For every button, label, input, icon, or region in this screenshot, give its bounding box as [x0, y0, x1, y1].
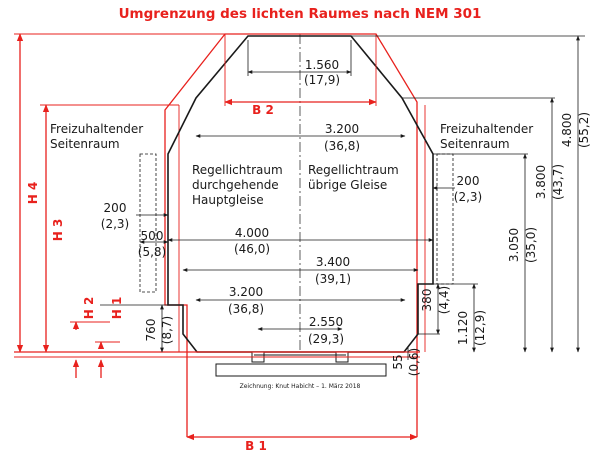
dim-h4: H 4 — [14, 33, 225, 353]
dim-1120: 1.120 (12,9) — [418, 283, 487, 353]
drawing-title: Umgrenzung des lichten Raumes nach NEM 3… — [119, 6, 482, 22]
svg-text:(5,8): (5,8) — [138, 245, 166, 259]
dim-4000: 4.000 (46,0) — [167, 226, 434, 256]
label-freizuhaltender-left: Freizuhaltender Seitenraum — [50, 122, 143, 151]
dim-3200-low: 3.200 (36,8) — [195, 285, 406, 316]
svg-text:(4,4): (4,4) — [437, 286, 451, 314]
footer-credit: Zeichnung: Knut Habicht – 1. März 2018 — [240, 383, 361, 390]
svg-text:(36,8): (36,8) — [228, 302, 264, 316]
svg-text:(17,9): (17,9) — [304, 73, 340, 87]
dim-b2: B 2 — [224, 34, 377, 117]
dim-h3: H 3 — [40, 104, 179, 353]
dim-h1: H 1 — [95, 297, 124, 378]
svg-text:3.800: 3.800 — [534, 165, 548, 199]
svg-text:übrige Gleise: übrige Gleise — [308, 178, 387, 192]
svg-text:Regellichtraum: Regellichtraum — [192, 163, 283, 177]
svg-text:Hauptgleise: Hauptgleise — [192, 193, 264, 207]
svg-text:(55,2): (55,2) — [577, 112, 591, 148]
dim-380: 380 (4,4) — [418, 283, 451, 335]
svg-text:1.560: 1.560 — [305, 58, 339, 72]
svg-text:(43,7): (43,7) — [551, 164, 565, 200]
dim-200-left: 200 (2,3) — [101, 201, 169, 231]
dim-1560: 1.560 (17,9) — [247, 40, 352, 87]
svg-text:3.200: 3.200 — [325, 122, 359, 136]
svg-text:Regellichtraum: Regellichtraum — [308, 163, 399, 177]
dim-500: 500 (5,8) — [138, 229, 169, 259]
dim-760: 760 (8,7) — [100, 304, 174, 353]
svg-text:H 2: H 2 — [82, 297, 96, 320]
svg-text:(2,3): (2,3) — [101, 217, 129, 231]
side-space-right — [436, 153, 454, 285]
svg-text:380: 380 — [420, 289, 434, 312]
dim-3400: 3.400 (39,1) — [182, 255, 419, 286]
svg-text:1.120: 1.120 — [456, 311, 470, 345]
svg-text:(0,6): (0,6) — [407, 348, 421, 376]
svg-text:500: 500 — [141, 229, 164, 243]
outer-envelope-red — [164, 33, 418, 437]
svg-text:H 3: H 3 — [51, 219, 65, 242]
svg-text:55: 55 — [391, 354, 405, 369]
svg-text:H 1: H 1 — [110, 297, 124, 320]
side-space-left — [139, 153, 157, 293]
svg-text:200: 200 — [104, 201, 127, 215]
svg-text:(46,0): (46,0) — [234, 242, 270, 256]
svg-text:4.800: 4.800 — [560, 113, 574, 147]
svg-text:(12,9): (12,9) — [473, 310, 487, 346]
svg-text:(8,7): (8,7) — [160, 316, 174, 344]
svg-text:H 4: H 4 — [26, 182, 40, 205]
dim-b1: B 1 — [186, 433, 418, 453]
dim-3050: 3.050 (35,0) — [433, 153, 538, 353]
svg-text:Freizuhaltender: Freizuhaltender — [50, 122, 143, 136]
svg-text:4.000: 4.000 — [235, 226, 269, 240]
svg-text:Seitenraum: Seitenraum — [440, 137, 510, 151]
dim-2550: 2.550 (29,3) — [257, 315, 344, 346]
dim-3800: 3.800 (43,7) — [402, 97, 565, 353]
svg-text:2.550: 2.550 — [309, 315, 343, 329]
dim-200-right: 200 (2,3) — [432, 174, 482, 204]
svg-text:(29,3): (29,3) — [308, 332, 344, 346]
svg-text:B 2: B 2 — [252, 103, 274, 117]
svg-text:(2,3): (2,3) — [454, 190, 482, 204]
svg-text:3.200: 3.200 — [229, 285, 263, 299]
svg-text:3.050: 3.050 — [507, 228, 521, 262]
dim-h2: H 2 — [70, 297, 110, 378]
track-assembly — [215, 351, 387, 377]
dim-55: 55 (0,6) — [391, 346, 421, 376]
label-regellichtraum-uebrige: Regellichtraum übrige Gleise — [308, 163, 399, 192]
svg-text:Freizuhaltender: Freizuhaltender — [440, 122, 533, 136]
dim-3200-top: 3.200 (36,8) — [195, 122, 406, 153]
svg-text:3.400: 3.400 — [316, 255, 350, 269]
svg-text:Seitenraum: Seitenraum — [50, 137, 120, 151]
svg-text:B 1: B 1 — [245, 439, 267, 453]
svg-text:durchgehende: durchgehende — [192, 178, 279, 192]
label-freizuhaltender-right: Freizuhaltender Seitenraum — [440, 122, 533, 151]
svg-text:200: 200 — [457, 174, 480, 188]
svg-text:760: 760 — [144, 319, 158, 342]
dim-4800: 4.800 (55,2) — [351, 35, 591, 353]
svg-text:(36,8): (36,8) — [324, 139, 360, 153]
svg-text:(39,1): (39,1) — [315, 272, 351, 286]
svg-text:(35,0): (35,0) — [524, 227, 538, 263]
label-regellichtraum-hauptgleise: Regellichtraum durchgehende Hauptgleise — [192, 163, 283, 207]
